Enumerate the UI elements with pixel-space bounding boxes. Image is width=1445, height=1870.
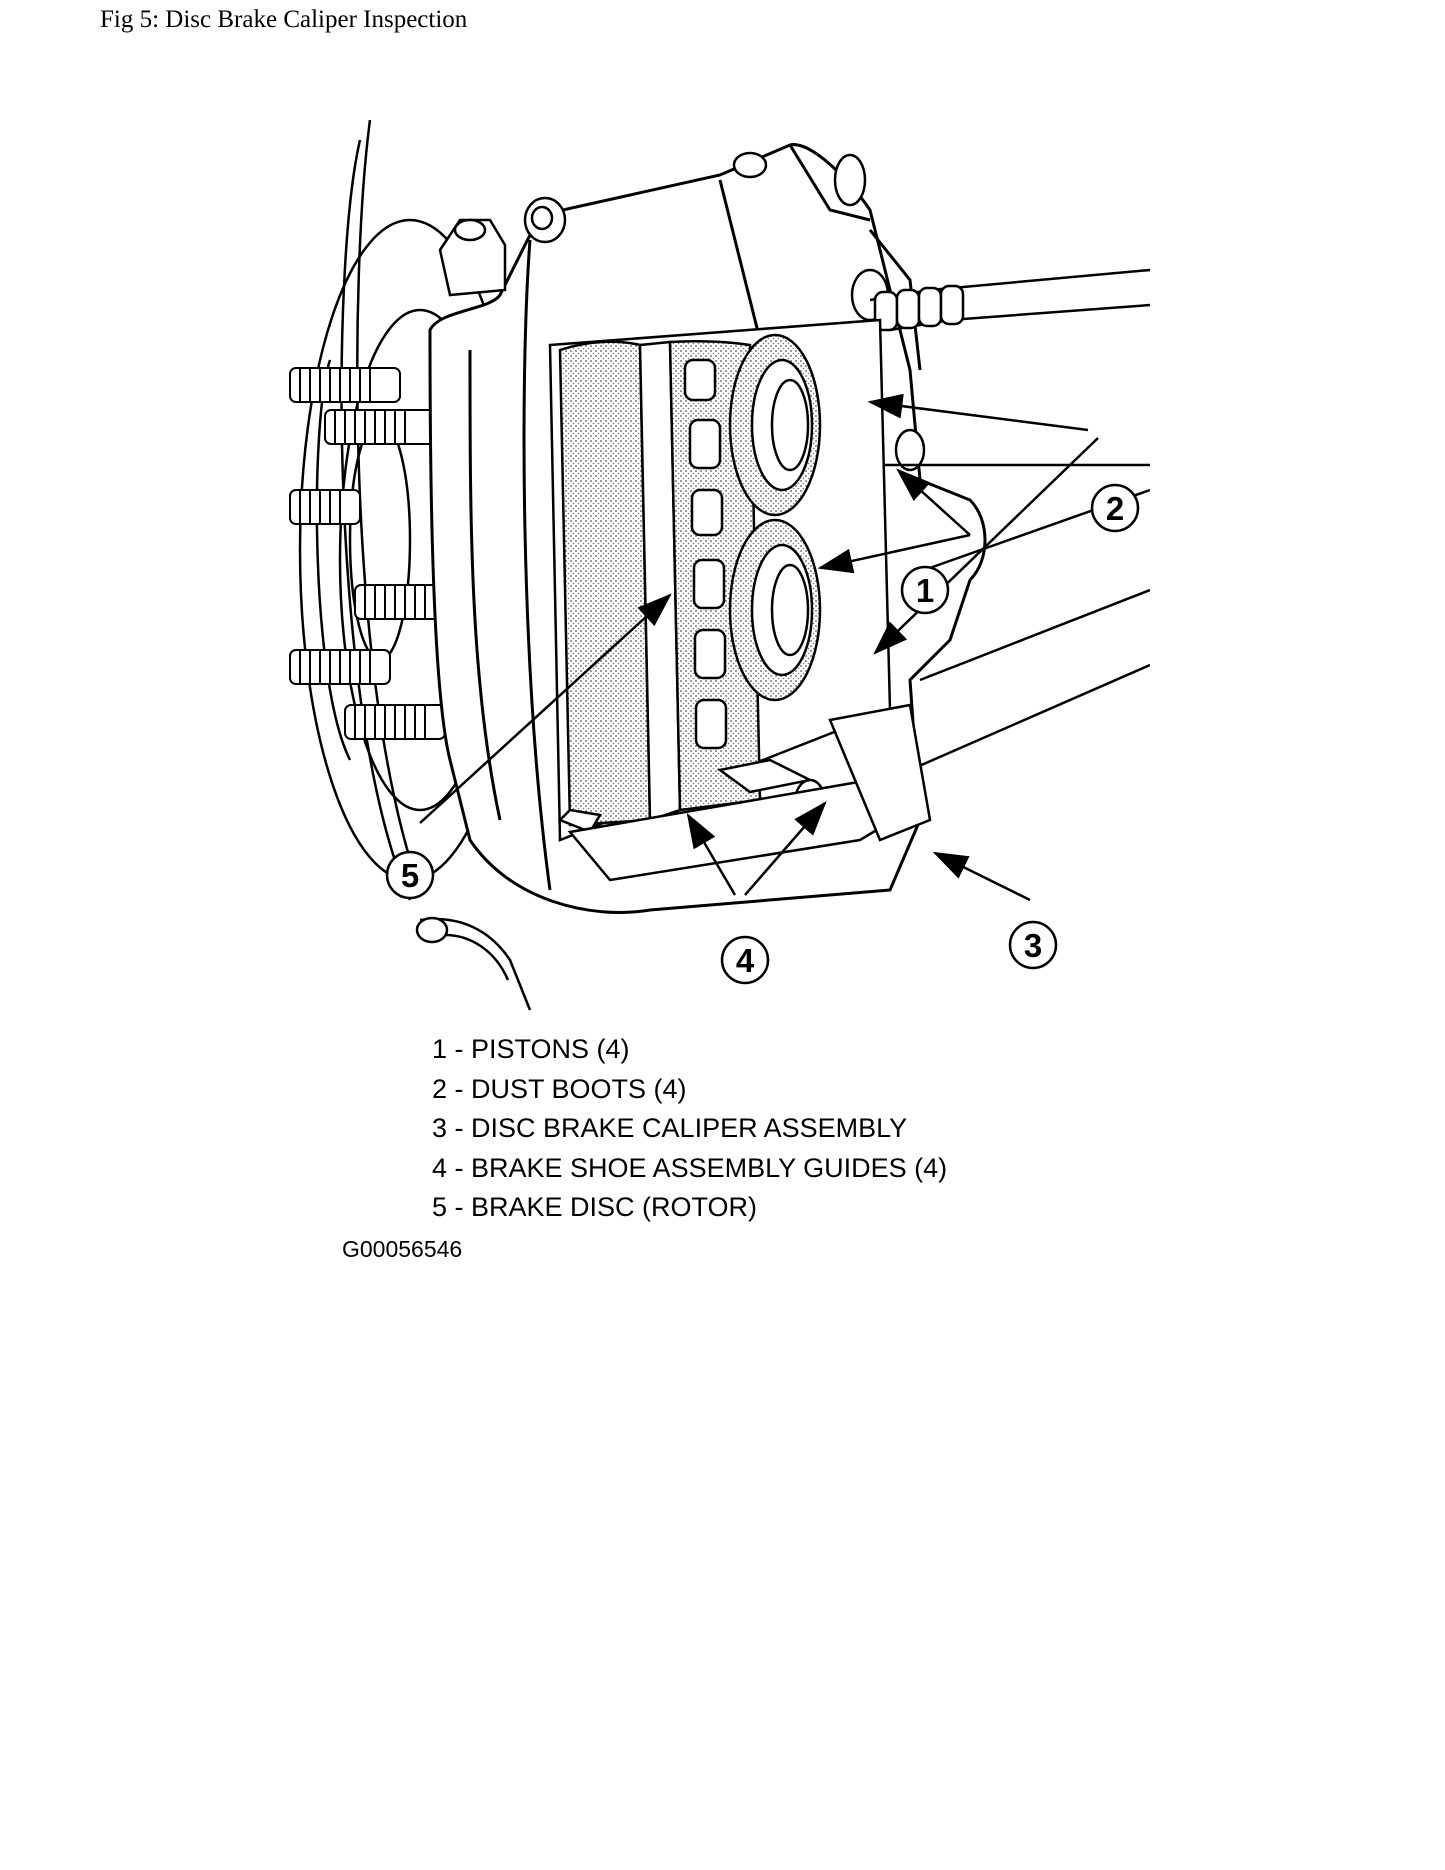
parts-legend: 1 - PISTONS (4) 2 - DUST BOOTS (4) 3 - D… <box>432 1030 947 1228</box>
callout-bubbles: 1 2 3 4 5 <box>385 483 1140 985</box>
wheel-studs <box>289 367 446 740</box>
callout-3: 3 <box>1008 920 1058 970</box>
callout-1: 1 <box>900 565 950 615</box>
legend-item-dust-boots: 2 - DUST BOOTS (4) <box>432 1073 687 1104</box>
leader-lines <box>419 393 1099 902</box>
rotor-vent-slots <box>683 358 728 750</box>
callout-2: 2 <box>1090 483 1140 533</box>
legend-item-pistons: 1 - PISTONS (4) <box>432 1034 630 1064</box>
legend-item-caliper-assembly: 3 - DISC BRAKE CALIPER ASSEMBLY <box>432 1113 908 1143</box>
callout-4: 4 <box>720 935 770 985</box>
pistons-and-dust-boots <box>728 333 822 702</box>
figure-reference-code: G00056546 <box>342 1236 463 1262</box>
legend-item-shoe-guides: 4 - BRAKE SHOE ASSEMBLY GUIDES (4) <box>432 1152 948 1183</box>
brake-caliper-illustration: 1 2 3 4 5 <box>289 120 1150 1011</box>
svg-text:2: 2 <box>1106 490 1124 527</box>
figure-title: Fig 5: Disc Brake Caliper Inspection <box>100 6 468 33</box>
svg-text:1: 1 <box>916 572 934 609</box>
svg-text:5: 5 <box>401 857 419 894</box>
svg-text:4: 4 <box>736 942 755 979</box>
caliper-bleeder-and-bolts <box>415 151 926 1011</box>
svg-text:3: 3 <box>1024 927 1042 964</box>
callout-5: 5 <box>385 850 435 900</box>
brake-hose <box>869 268 1150 332</box>
legend-item-brake-disc: 5 - BRAKE DISC (ROTOR) <box>432 1192 758 1222</box>
